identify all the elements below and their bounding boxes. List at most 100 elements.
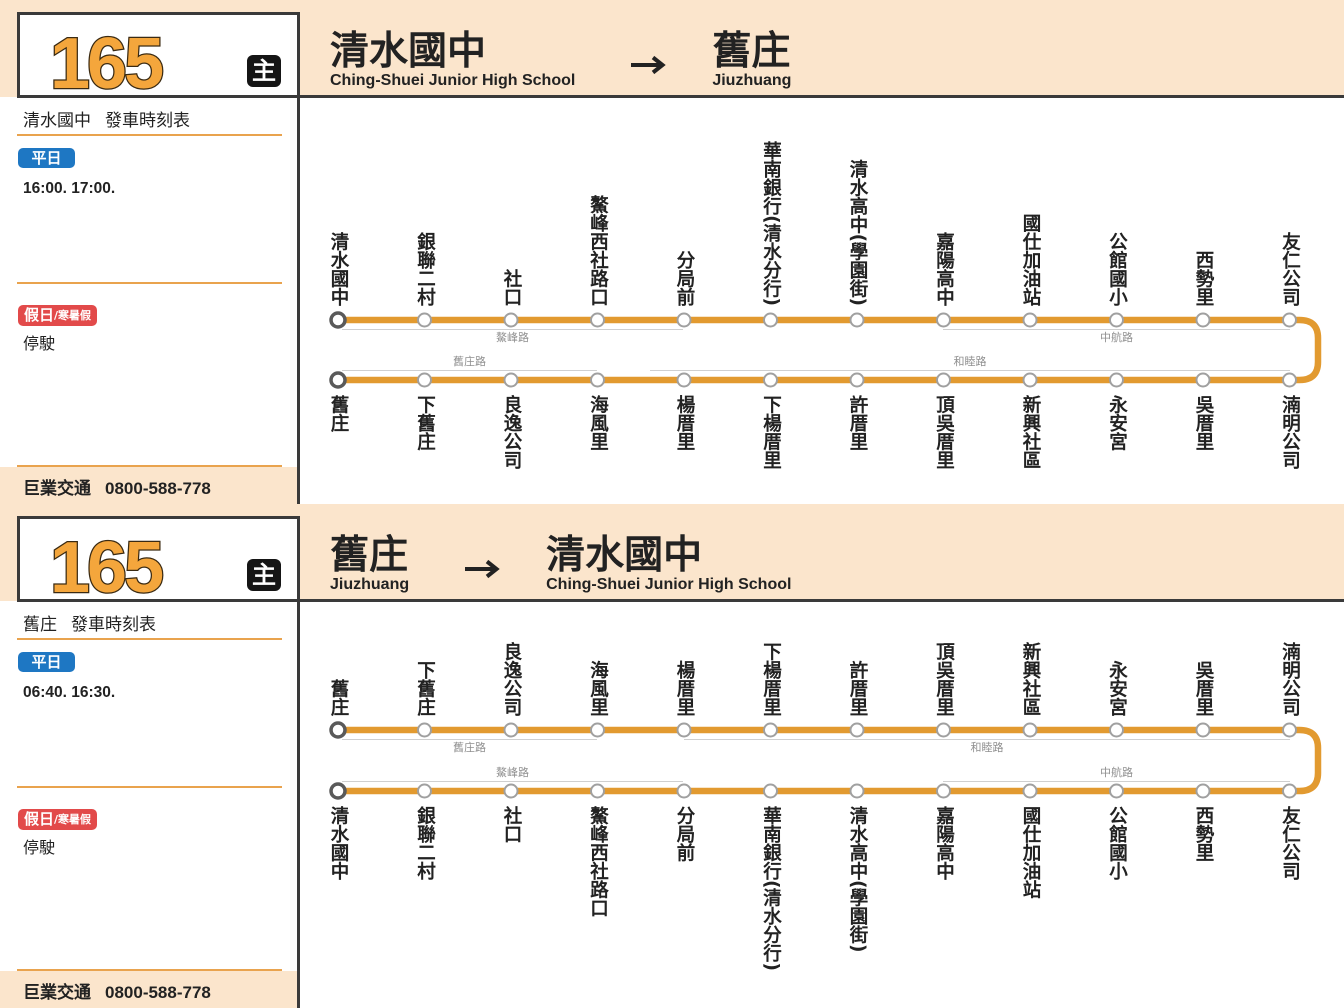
stop-marker: [849, 722, 865, 738]
route-number: 165: [49, 528, 166, 608]
stop-marker: [417, 783, 432, 799]
route-panel-outbound: 165 主 清水國中 Ching-Shuei Junior High Schoo…: [0, 12, 1344, 504]
route-number: 165: [49, 24, 166, 104]
timetable-origin: 清水國中: [23, 111, 91, 131]
stop-marker: [1195, 783, 1211, 799]
destination-name-zh: 舊庄: [712, 29, 791, 74]
stop-name: 清水高中(學園街): [847, 806, 868, 953]
route-panel-return: 165 主 舊庄 Jiuzhuang 清水國中 Ching-Shuei Juni…: [0, 504, 1344, 1008]
terminal-stop-marker: [329, 721, 347, 739]
route-line: [338, 316, 1322, 384]
origin-name-zh: 清水國中: [330, 29, 487, 74]
road-name-label: 鰲峰路: [496, 331, 529, 344]
column-divider: [297, 12, 300, 504]
operator-phone: 0800-588-778: [105, 983, 211, 1002]
terminal-stop-name: 清水國中: [328, 232, 349, 306]
terminal-stop-marker: [329, 371, 347, 389]
stop-name: 海風里: [587, 395, 609, 451]
column-divider: [297, 516, 300, 1008]
route-line-svg: [329, 721, 1322, 800]
stop-marker: [1109, 722, 1124, 738]
stop-marker: [763, 372, 778, 388]
stop-marker: [503, 372, 519, 388]
stop-name: 頂吳厝里: [933, 395, 955, 469]
stop-name: 友仁公司: [1279, 232, 1301, 306]
stop-name: 下楊厝里: [760, 395, 782, 469]
stop-marker: [417, 312, 432, 328]
destination-block: 清水國中 Ching-Shuei Junior High School: [546, 535, 791, 594]
stop-marker: [1022, 312, 1038, 328]
stop-marker: [503, 783, 519, 799]
destination-name-en: Ching-Shuei Junior High School: [546, 576, 792, 593]
stop-name: 公館國小: [1106, 806, 1128, 880]
origin-block: 舊庄 Jiuzhuang: [330, 535, 409, 594]
stop-marker: [1282, 783, 1297, 799]
timetable-origin: 舊庄: [23, 615, 57, 635]
stop-marker: [417, 722, 432, 738]
stop-marker: [1022, 783, 1038, 799]
holiday-departure-times: 停駛: [23, 334, 56, 353]
stop-marker: [763, 312, 778, 328]
stop-name: 嘉陽高中: [933, 232, 955, 306]
stop-marker: [936, 783, 951, 799]
terminal-stop-name: 舊庄: [328, 679, 349, 716]
stop-name: 華南銀行(清水分行): [760, 806, 782, 971]
holiday-badge: 假日/寒暑假: [18, 809, 98, 830]
stop-name: 下楊厝里: [760, 642, 782, 716]
road-name-label: 和睦路: [970, 741, 1004, 754]
stop-marker: [1282, 372, 1297, 388]
stop-marker: [936, 372, 951, 388]
stop-marker: [676, 372, 692, 388]
stop-name: 嘉陽高中: [933, 806, 955, 880]
holiday-badge-main: 假日: [24, 810, 55, 828]
stop-name: 許厝里: [847, 660, 868, 717]
terminal-stop-marker: [329, 782, 347, 800]
stop-name: 海風里: [587, 660, 609, 717]
holiday-badge-sub: /寒暑假: [54, 309, 92, 322]
stop-name: 西勢里: [1193, 806, 1214, 862]
route-number-box: 165 主: [17, 516, 300, 608]
route-diagram: 舊庄路和睦路鰲峰路中航路舊庄下舊庄良逸公司海風里楊厝里下楊厝里許厝里頂吳厝里新興…: [0, 504, 1344, 1008]
stop-marker: [1282, 722, 1297, 738]
stop-name: 下舊庄: [414, 660, 436, 717]
stop-name: 清水高中(學園街): [847, 159, 868, 306]
stop-marker: [849, 312, 865, 328]
road-name-label: 中航路: [1100, 766, 1133, 779]
stop-name: 鰲峰西社路口: [587, 806, 609, 917]
stop-name: 新興社區: [1020, 395, 1041, 469]
stop-name: 分局前: [674, 806, 695, 862]
stop-name: 許厝里: [847, 395, 868, 451]
direction-header: 清水國中 Ching-Shuei Junior High School 舊庄 J…: [330, 31, 791, 90]
road-name-label: 和睦路: [953, 355, 987, 368]
stop-marker: [676, 783, 692, 799]
weekday-badge: 平日: [18, 148, 75, 168]
section-separator: [17, 282, 282, 284]
stop-marker: [1022, 722, 1038, 738]
stop-name: 良逸公司: [501, 395, 522, 469]
section-separator: [17, 638, 282, 640]
timetable-title: 舊庄發車時刻表: [23, 615, 156, 635]
direction-header: 舊庄 Jiuzhuang 清水國中 Ching-Shuei Junior Hig…: [330, 535, 791, 594]
stop-marker: [1195, 722, 1211, 738]
stop-marker: [417, 372, 432, 388]
operator-phone: 0800-588-778: [105, 479, 211, 498]
stop-marker: [590, 722, 605, 738]
holiday-departure-times: 停駛: [23, 838, 56, 857]
timetable-title: 清水國中發車時刻表: [23, 111, 190, 131]
stop-name: 湳明公司: [1279, 395, 1301, 469]
stop-marker: [763, 722, 778, 738]
stop-name: 銀聯二村: [414, 232, 436, 306]
header-divider: [297, 599, 1344, 602]
destination-name-en: Jiuzhuang: [712, 72, 792, 89]
stop-marker: [1109, 372, 1124, 388]
stop-name: 分局前: [674, 250, 695, 307]
road-name-label: 舊庄路: [453, 741, 486, 754]
arrow-right-icon: [631, 55, 667, 75]
stop-name: 銀聯二村: [414, 806, 436, 880]
route-type-badge: 主: [247, 559, 281, 591]
origin-block: 清水國中 Ching-Shuei Junior High School: [330, 31, 575, 90]
route-diagram: 鰲峰路中航路舊庄路和睦路清水國中銀聯二村社口鰲峰西社路口分局前華南銀行(清水分行…: [328, 141, 1322, 469]
destination-name-zh: 清水國中: [546, 533, 703, 578]
